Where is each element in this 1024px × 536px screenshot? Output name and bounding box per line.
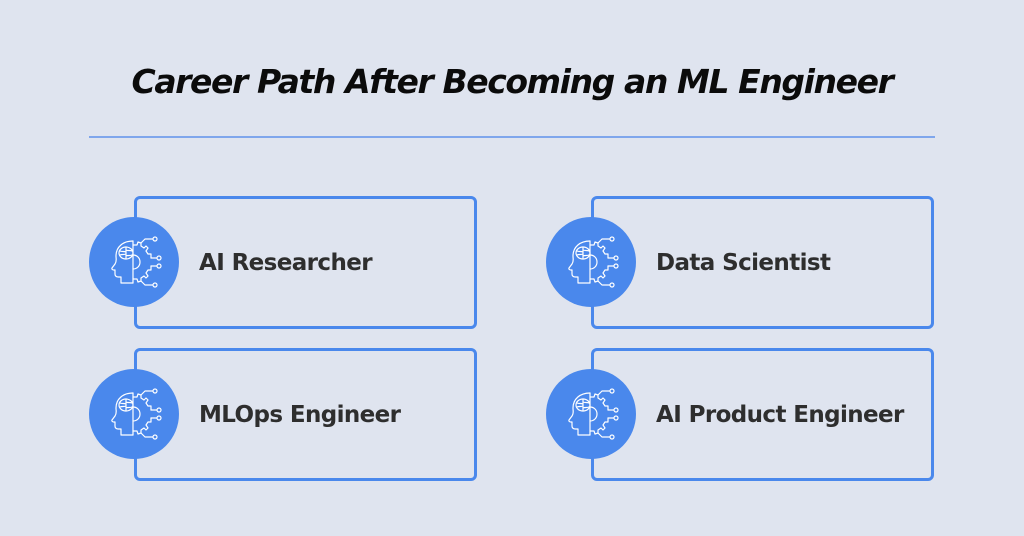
ai-head-circuit-icon	[103, 383, 165, 445]
career-icon-badge	[89, 217, 179, 307]
career-label: Data Scientist	[656, 249, 831, 276]
title-divider	[89, 136, 935, 138]
career-icon-badge	[546, 369, 636, 459]
career-card-ai-product-engineer: AI Product Engineer	[591, 348, 934, 481]
career-icon-badge	[89, 369, 179, 459]
career-label: AI Product Engineer	[656, 401, 904, 428]
career-card-data-scientist: Data Scientist	[591, 196, 934, 329]
career-label: MLOps Engineer	[199, 401, 401, 428]
ai-head-circuit-icon	[560, 231, 622, 293]
career-label: AI Researcher	[199, 249, 373, 276]
career-icon-badge	[546, 217, 636, 307]
page-title: Career Path After Becoming an ML Enginee…	[131, 62, 894, 101]
career-card-mlops-engineer: MLOps Engineer	[134, 348, 477, 481]
ai-head-circuit-icon	[560, 383, 622, 445]
ai-head-circuit-icon	[103, 231, 165, 293]
career-card-ai-researcher: AI Researcher	[134, 196, 477, 329]
